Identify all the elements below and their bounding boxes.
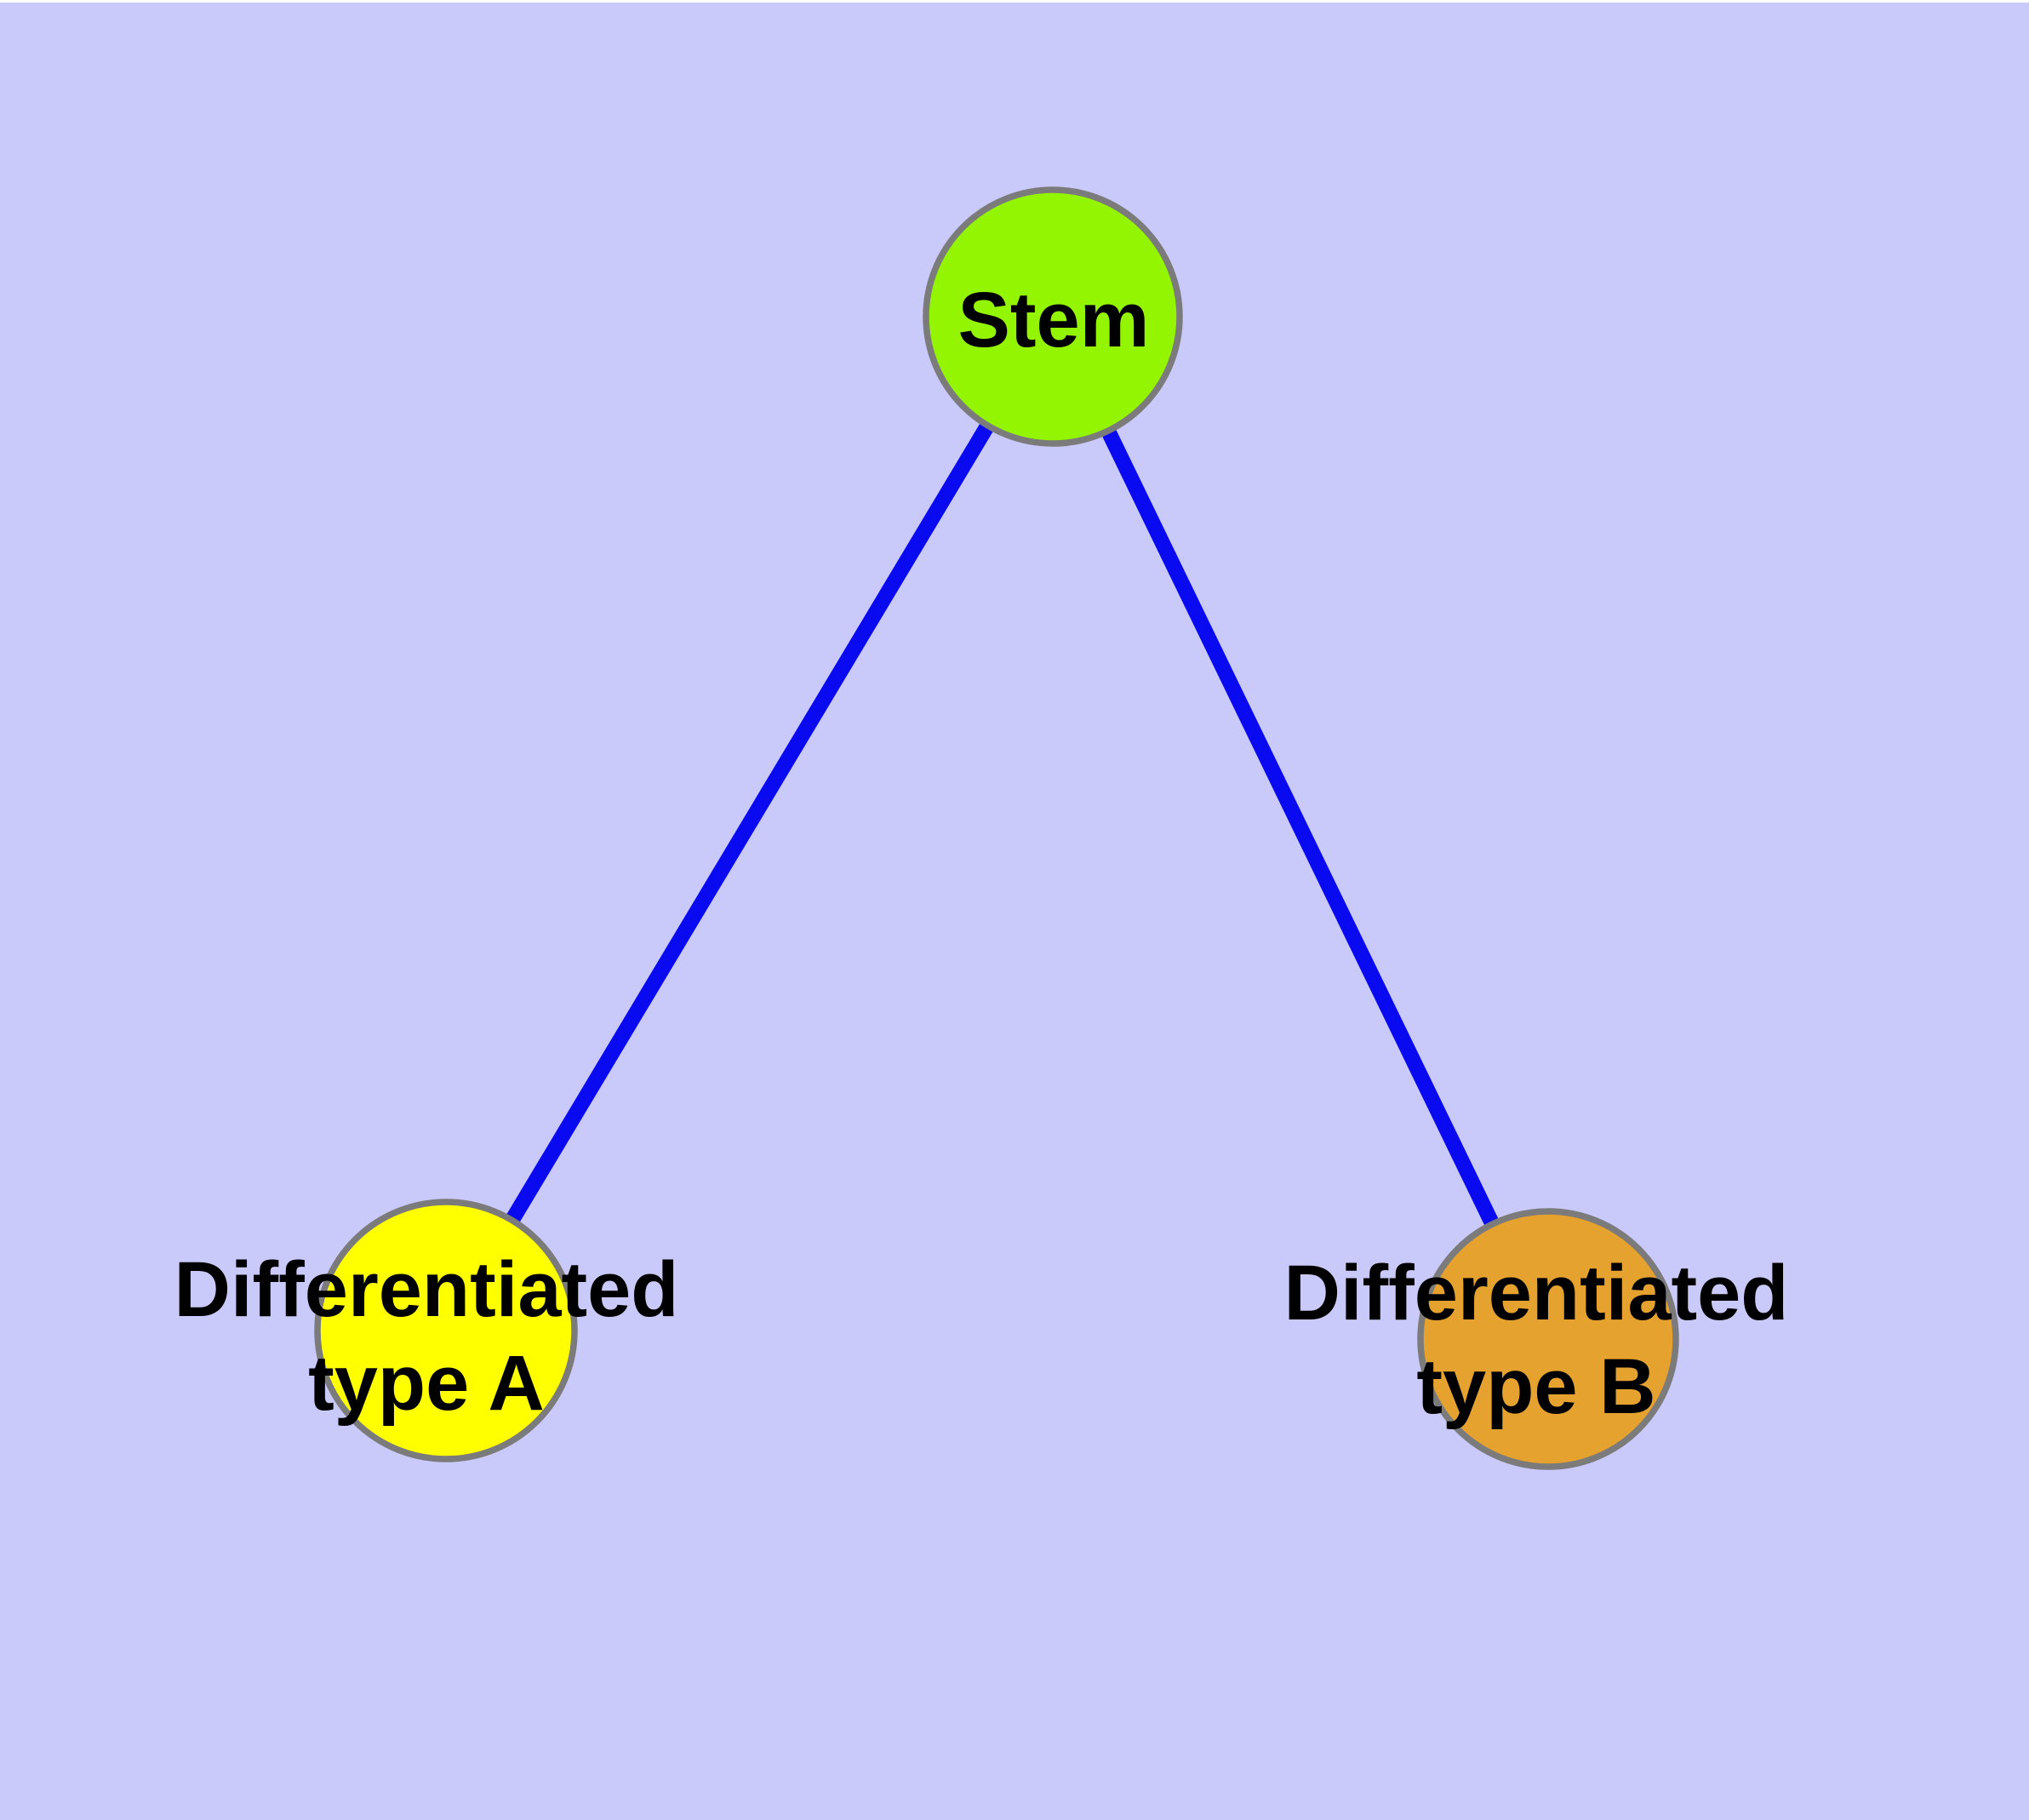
edge-stem-to-type-a bbox=[439, 312, 1060, 1335]
node-stem-label-text: Stem bbox=[957, 277, 1150, 363]
node-stem-label: Stem bbox=[958, 273, 1150, 367]
node-type-a-label-line2: type A bbox=[308, 1340, 545, 1427]
edge-stem-to-type-b bbox=[1045, 313, 1556, 1342]
node-type-b-label: Differentiated type B bbox=[1284, 1246, 1789, 1434]
node-type-b-circle bbox=[1417, 1208, 1679, 1470]
node-type-a-circle bbox=[314, 1199, 578, 1462]
node-type-a-label-line1: Differentiated bbox=[174, 1246, 679, 1333]
node-type-b-label-line2: type B bbox=[1416, 1343, 1656, 1430]
node-type-b-label-line1: Differentiated bbox=[1283, 1250, 1789, 1336]
node-stem-circle bbox=[923, 186, 1183, 447]
top-white-strip bbox=[0, 0, 2029, 3]
node-type-a-label: Differentiated type A bbox=[174, 1243, 679, 1430]
